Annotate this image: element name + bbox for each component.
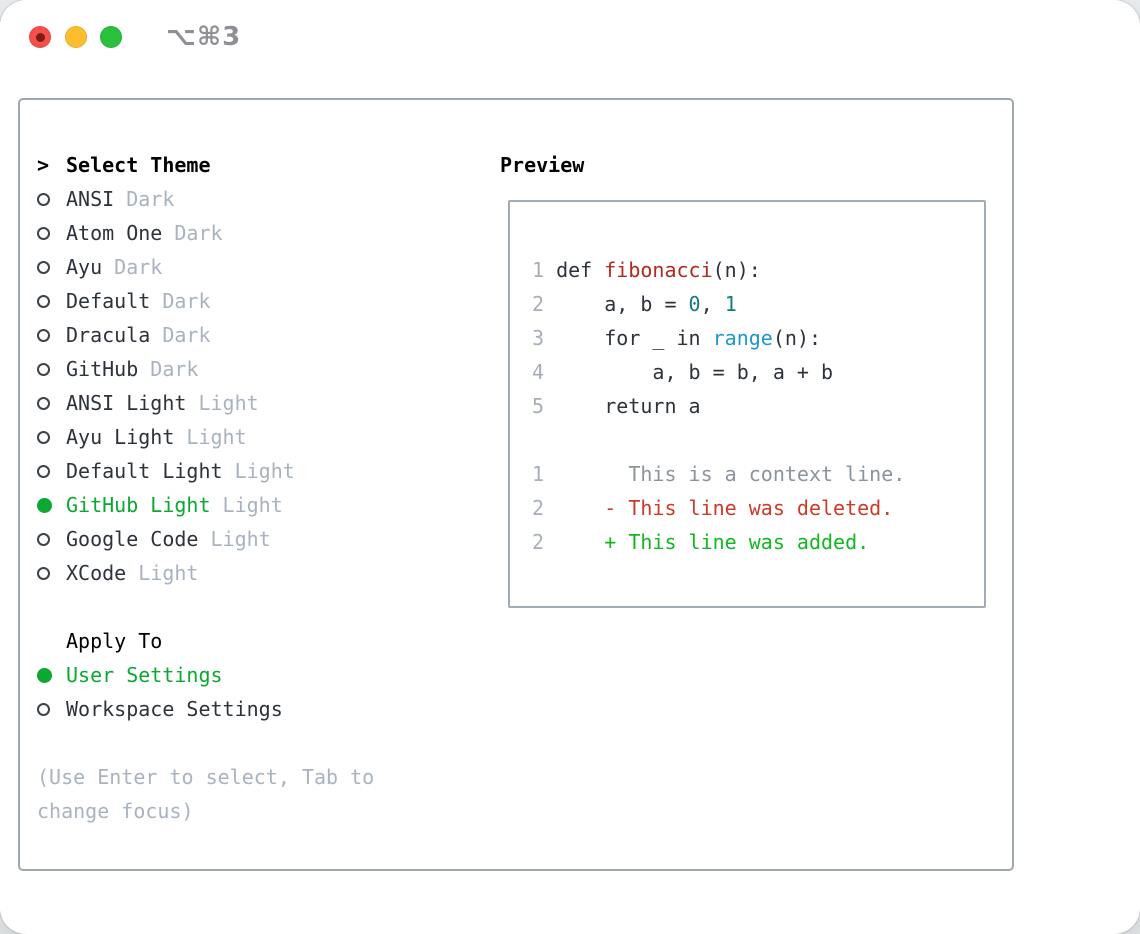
radio-icon [37,430,50,444]
radio-icon [37,328,50,342]
radio-icon [37,294,50,308]
theme-option-label: XCode Light [66,561,199,585]
apply-to-label: Apply To [66,629,163,653]
theme-option-label: Ayu Light Light [66,425,247,449]
theme-option-github-light[interactable]: GitHub Light Light [37,488,295,522]
code-line: 1 This is a context line. [532,462,906,486]
radio-icon [37,702,50,716]
theme-option-ansi[interactable]: ANSI Dark [37,182,295,216]
window-title: ⌥⌘3 [166,22,242,52]
code-line: 4 a, b = b, a + b [532,360,834,384]
theme-option-xcode[interactable]: XCode Light [37,556,295,590]
code-line: 5 return a [532,394,701,418]
code-line: 3 for _ in range(n): [532,326,822,350]
apply-to-header: Apply To [37,624,283,658]
theme-option-label: GitHub Dark [66,357,199,381]
minimize-button[interactable] [65,26,87,48]
radio-selected-icon [37,667,52,683]
select-theme-label: Select Theme [66,153,211,177]
radio-selected-icon [37,497,52,513]
theme-option-default[interactable]: Default Dark [37,284,295,318]
radio-icon [37,396,50,410]
apply-option-label: User Settings [66,663,223,687]
theme-option-default-light[interactable]: Default Light Light [37,454,295,488]
theme-option-ansi-light[interactable]: ANSI Light Light [37,386,295,420]
radio-icon [37,464,50,478]
preview-title: Preview [500,153,585,177]
theme-option-ayu-light[interactable]: Ayu Light Light [37,420,295,454]
theme-option-label: Google Code Light [66,527,271,551]
code-line: 1 def fibonacci(n): [532,258,761,282]
theme-option-atom-one[interactable]: Atom One Dark [37,216,295,250]
apply-option-user-settings[interactable]: User Settings [37,658,283,692]
theme-option-github[interactable]: GitHub Dark [37,352,295,386]
theme-option-label: Dracula Dark [66,323,211,347]
radio-icon [37,192,50,206]
preview-box: 1 def fibonacci(n): 2 a, b = 0, 1 3 for _ … [508,200,986,608]
select-theme-header: > Select Theme [37,148,295,182]
code-line [532,423,905,457]
theme-option-label: Atom One Dark [66,221,223,245]
theme-option-ayu[interactable]: Ayu Dark [37,250,295,284]
close-dot-icon [35,32,45,42]
theme-option-label: Ayu Dark [66,255,163,279]
radio-icon [37,260,50,274]
theme-option-label: Default Light Light [66,459,295,483]
theme-option-google-code[interactable]: Google Code Light [37,522,295,556]
theme-option-label: Default Dark [66,289,211,313]
zoom-button[interactable] [100,26,122,48]
theme-option-label: GitHub Light Light [66,493,283,517]
theme-option-label: ANSI Dark [66,187,175,211]
code-line: 2 + This line was added. [532,530,870,554]
help-text: (Use Enter to select, Tab to change focu… [37,765,375,823]
apply-option-workspace-settings[interactable]: Workspace Settings [37,692,283,726]
radio-icon [37,226,50,240]
code-preview: 1 def fibonacci(n): 2 a, b = 0, 1 3 for _ … [532,253,905,559]
close-button[interactable] [29,26,51,48]
radio-icon [37,532,50,546]
theme-option-dracula[interactable]: Dracula Dark [37,318,295,352]
code-line: 2 a, b = 0, 1 [532,292,737,316]
code-line: 2 - This line was deleted. [532,496,894,520]
apply-option-label: Workspace Settings [66,697,283,721]
radio-icon [37,362,50,376]
theme-option-label: ANSI Light Light [66,391,259,415]
prompt-icon: > [37,153,50,177]
radio-icon [37,566,50,580]
